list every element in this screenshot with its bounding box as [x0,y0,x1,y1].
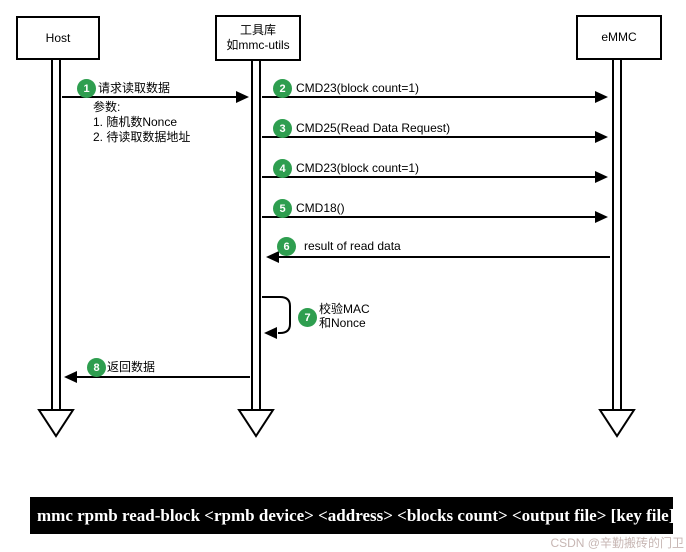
step-badge-3: 3 [273,119,292,138]
tool-lifeline-end-arrow-icon [237,409,275,438]
actor-host-label: Host [45,30,71,45]
command-bar: mmc rpmb read-block <rpmb device> <addre… [30,497,673,534]
message-arrow-2 [262,91,608,103]
watermark: CSDN @辛勤搬砖的门卫 [550,536,684,550]
message-label-2: CMD23(block count=1) [296,81,420,95]
message-label-4: CMD23(block count=1) [296,161,420,175]
loop-label-line1: 校验MAC [319,302,370,316]
step-badge-8: 8 [87,358,106,377]
actor-tool-label-line1: 工具库 [239,23,276,37]
note-line-1: 参数: [93,100,121,114]
actor-tool-label-line2: 如mmc-utils [226,38,290,52]
step-badge-1: 1 [77,79,96,98]
step-badge-6: 6 [277,237,296,256]
message-self-loop-7 [262,296,291,339]
message-label-3: CMD25(Read Data Request) [296,121,451,135]
loop-label-line2: 和Nonce [319,316,366,330]
actor-host: Host [16,16,100,60]
message-label-8: 返回数据 [107,360,156,374]
message-label-1: 请求读取数据 [98,81,171,95]
message-arrow-5 [262,211,608,223]
message-arrow-4 [262,171,608,183]
actor-emmc-label: eMMC [601,30,637,44]
step-badge-7: 7 [298,308,317,327]
emmc-lifeline-end-arrow-icon [598,409,636,438]
actor-emmc: eMMC [576,15,662,60]
message-label-7: 校验MAC 和Nonce [319,302,370,330]
message-label-5: CMD18() [296,201,345,215]
message-arrow-3 [262,131,608,143]
message-label-6: result of read data [304,239,401,253]
host-lifeline [51,56,61,411]
message-arrow-8 [64,371,250,383]
message-arrow-1 [62,91,249,103]
actor-tool-library: 工具库 如mmc-utils [215,15,301,61]
message-1-note: 参数: 1. 随机数Nonce 2. 待读取数据地址 [93,100,190,145]
step-badge-5: 5 [273,199,292,218]
tool-lifeline [251,57,261,411]
message-arrow-6 [266,251,610,263]
host-lifeline-end-arrow-icon [37,409,75,438]
step-badge-2: 2 [273,79,292,98]
emmc-lifeline [612,56,622,411]
note-line-3: 2. 待读取数据地址 [93,130,191,144]
note-line-2: 1. 随机数Nonce [93,115,178,129]
step-badge-4: 4 [273,159,292,178]
